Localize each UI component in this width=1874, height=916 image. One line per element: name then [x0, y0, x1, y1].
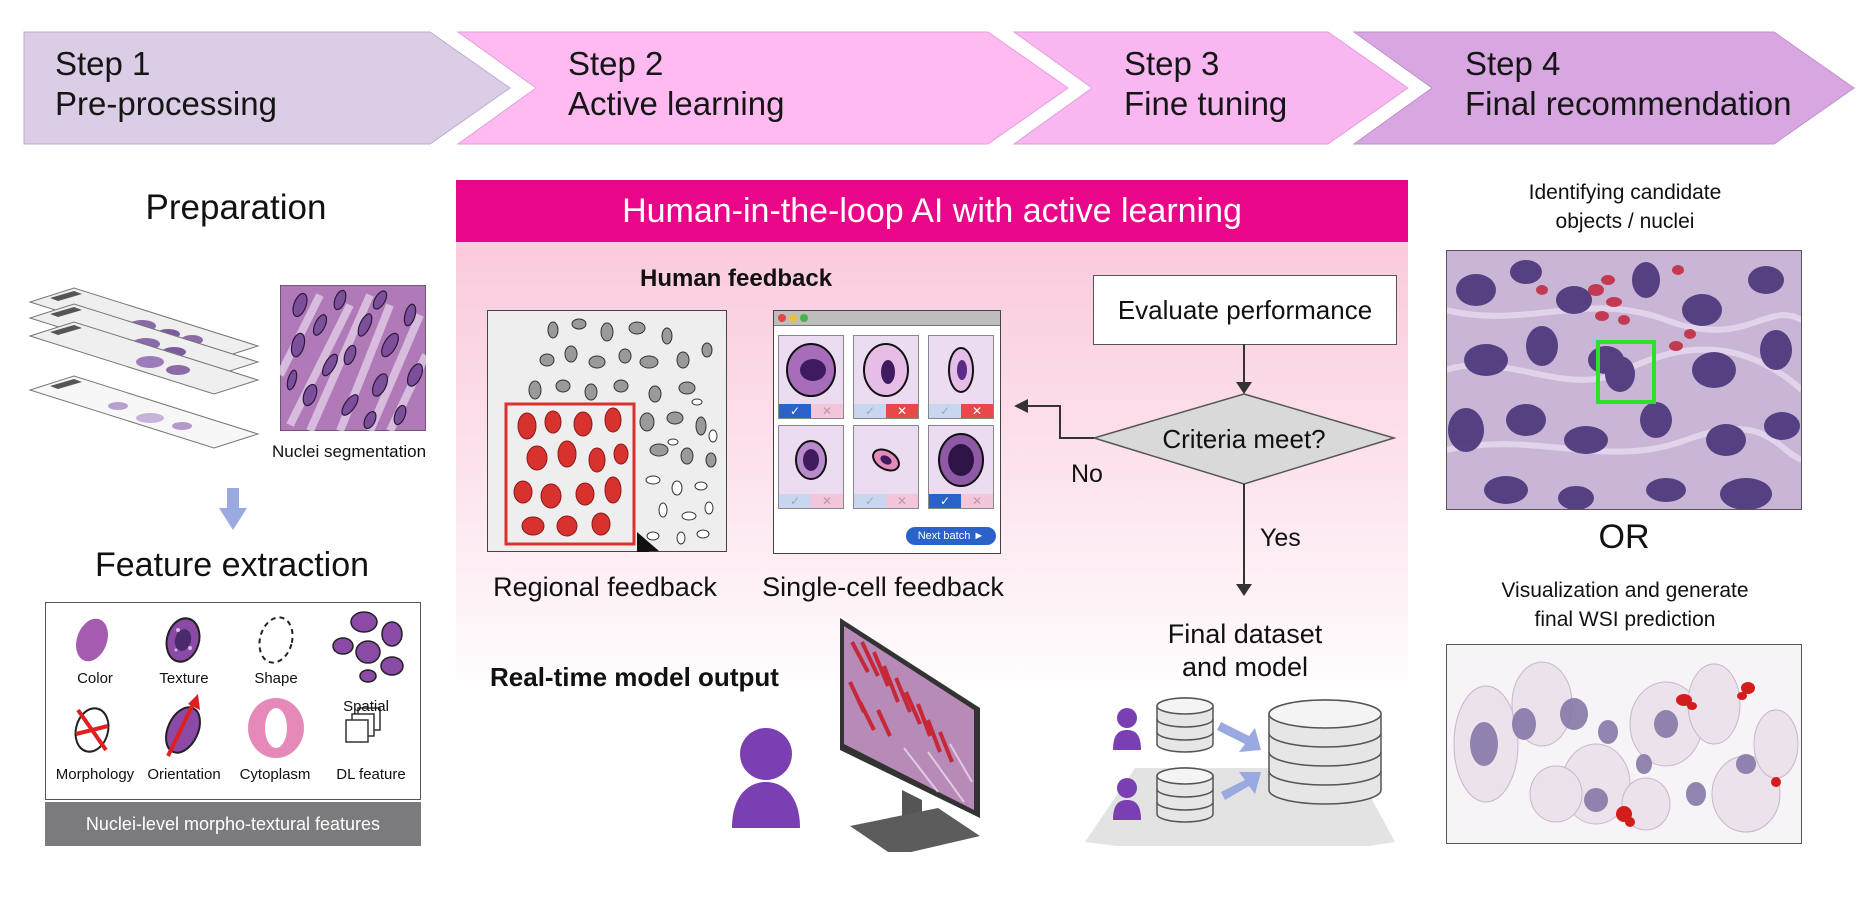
final-dataset-illustration	[1085, 697, 1395, 846]
visualization-line2: final WSI prediction	[1534, 608, 1716, 631]
reject-button[interactable]: ✕	[811, 494, 843, 508]
reject-button[interactable]: ✕	[961, 494, 993, 508]
feature-morphology-label: Morphology	[55, 766, 135, 783]
cell-tile[interactable]: ✓✕	[928, 425, 994, 509]
feature-cytoplasm-label: Cytoplasm	[239, 766, 311, 783]
step4-chevron	[1352, 31, 1855, 145]
mouse-cursor-icon	[637, 532, 659, 552]
feature-footer: Nuclei-level morpho-textural features	[45, 802, 421, 846]
feature-dl-label: DL feature	[336, 766, 406, 783]
feature-shape-label: Shape	[254, 670, 298, 687]
realtime-output-title: Real-time model output	[490, 662, 779, 692]
next-batch-button[interactable]: Next batch ►	[906, 527, 996, 545]
small-database-icon	[1156, 697, 1214, 823]
no-label: No	[1071, 460, 1103, 488]
window-titlebar	[774, 311, 1000, 326]
realtime-display	[732, 618, 980, 852]
final-dataset-line1: Final dataset	[1167, 619, 1323, 649]
accept-button[interactable]: ✓	[929, 494, 961, 508]
accept-button[interactable]: ✓	[779, 494, 811, 508]
reject-button[interactable]: ✕	[886, 404, 918, 418]
final-dataset-line2: and model	[1181, 652, 1309, 682]
morphology-icon	[74, 707, 110, 753]
step4-number: Step 4	[1465, 45, 1561, 82]
evaluate-performance-box: Evaluate performance	[1093, 275, 1397, 345]
candidate-nuclei-image	[1446, 250, 1802, 510]
feature-icons	[74, 611, 404, 758]
color-icon	[76, 618, 108, 662]
step1-name: Pre-processing	[55, 85, 277, 122]
feature-extraction-title: Feature extraction	[94, 546, 370, 584]
nuclei-segmentation-label: Nuclei segmentation	[272, 442, 427, 461]
regional-feedback-panel	[487, 310, 727, 552]
step4-name: Final recommendation	[1465, 85, 1792, 122]
cell-tile[interactable]: ✓✕	[853, 335, 919, 419]
feature-spatial-label: Spatial	[343, 698, 389, 715]
human-feedback-title: Human feedback	[640, 265, 833, 292]
candidate-highlight-box	[1596, 340, 1656, 404]
person-icon	[1113, 708, 1141, 820]
shape-icon	[258, 616, 294, 664]
accept-button[interactable]: ✓	[779, 404, 811, 418]
yes-label: Yes	[1260, 524, 1301, 552]
down-arrow-icon	[219, 488, 247, 530]
nuclei-segmentation-image	[280, 285, 426, 431]
loop-banner: Human-in-the-loop AI with active learnin…	[456, 180, 1408, 242]
step3-chevron	[1012, 31, 1409, 145]
step2-number: Step 2	[568, 45, 664, 82]
feature-orientation-label: Orientation	[147, 766, 221, 783]
visualization-line1: Visualization and generate	[1501, 579, 1749, 602]
merge-arrow-icon	[1217, 722, 1261, 800]
cell-tile[interactable]: ✓✕	[853, 425, 919, 509]
cell-tile[interactable]: ✓✕	[778, 425, 844, 509]
identify-line2: objects / nuclei	[1555, 210, 1695, 233]
step2-name: Active learning	[568, 85, 785, 122]
step4-label: Step 4 Final recommendation	[1465, 44, 1792, 124]
texture-icon	[165, 617, 201, 663]
dl-feature-icon	[345, 707, 381, 743]
feature-texture-label: Texture	[159, 670, 209, 687]
cytoplasm-icon	[248, 698, 304, 758]
identify-caption: Identifying candidate objects / nuclei	[1430, 178, 1820, 236]
step-banner	[23, 31, 1855, 145]
large-database-icon	[1268, 699, 1382, 805]
criteria-label: Criteria meet?	[1162, 424, 1326, 454]
step3-label: Step 3 Fine tuning	[1124, 44, 1287, 124]
step3-number: Step 3	[1124, 45, 1220, 82]
slide-stack-icon	[28, 287, 260, 449]
or-label: OR	[1598, 518, 1650, 556]
step1-number: Step 1	[55, 45, 151, 82]
step3-name: Fine tuning	[1124, 85, 1288, 122]
single-cell-feedback-panel: ✓✕ ✓✕ ✓✕ ✓✕ ✓✕ ✓✕ Next batch ►	[773, 310, 1001, 554]
reject-button[interactable]: ✕	[811, 404, 843, 418]
step1-chevron	[23, 31, 511, 145]
accept-button[interactable]: ✓	[854, 404, 886, 418]
reject-button[interactable]: ✕	[886, 494, 918, 508]
wsi-prediction-image	[1446, 644, 1802, 844]
single-cell-feedback-label: Single-cell feedback	[762, 572, 1004, 602]
reject-button[interactable]: ✕	[961, 404, 993, 418]
step2-label: Step 2 Active learning	[568, 44, 784, 124]
regional-feedback-label: Regional feedback	[493, 572, 717, 602]
final-dataset-label: Final dataset and model	[1120, 618, 1370, 684]
monitor-icon	[840, 618, 980, 852]
visualization-caption: Visualization and generate final WSI pre…	[1430, 576, 1820, 634]
orientation-icon	[165, 694, 201, 757]
flowchart-connectors	[1014, 344, 1397, 596]
step2-chevron	[456, 31, 1069, 145]
accept-button[interactable]: ✓	[929, 404, 961, 418]
cell-tile[interactable]: ✓✕	[928, 335, 994, 419]
step1-label: Step 1 Pre-processing	[55, 44, 277, 124]
preparation-title: Preparation	[145, 188, 327, 227]
feature-color-label: Color	[77, 670, 113, 687]
identify-line1: Identifying candidate	[1528, 181, 1722, 204]
accept-button[interactable]: ✓	[854, 494, 886, 508]
cell-tile[interactable]: ✓✕	[778, 335, 844, 419]
spatial-icon	[332, 611, 404, 683]
person-icon	[732, 728, 800, 828]
